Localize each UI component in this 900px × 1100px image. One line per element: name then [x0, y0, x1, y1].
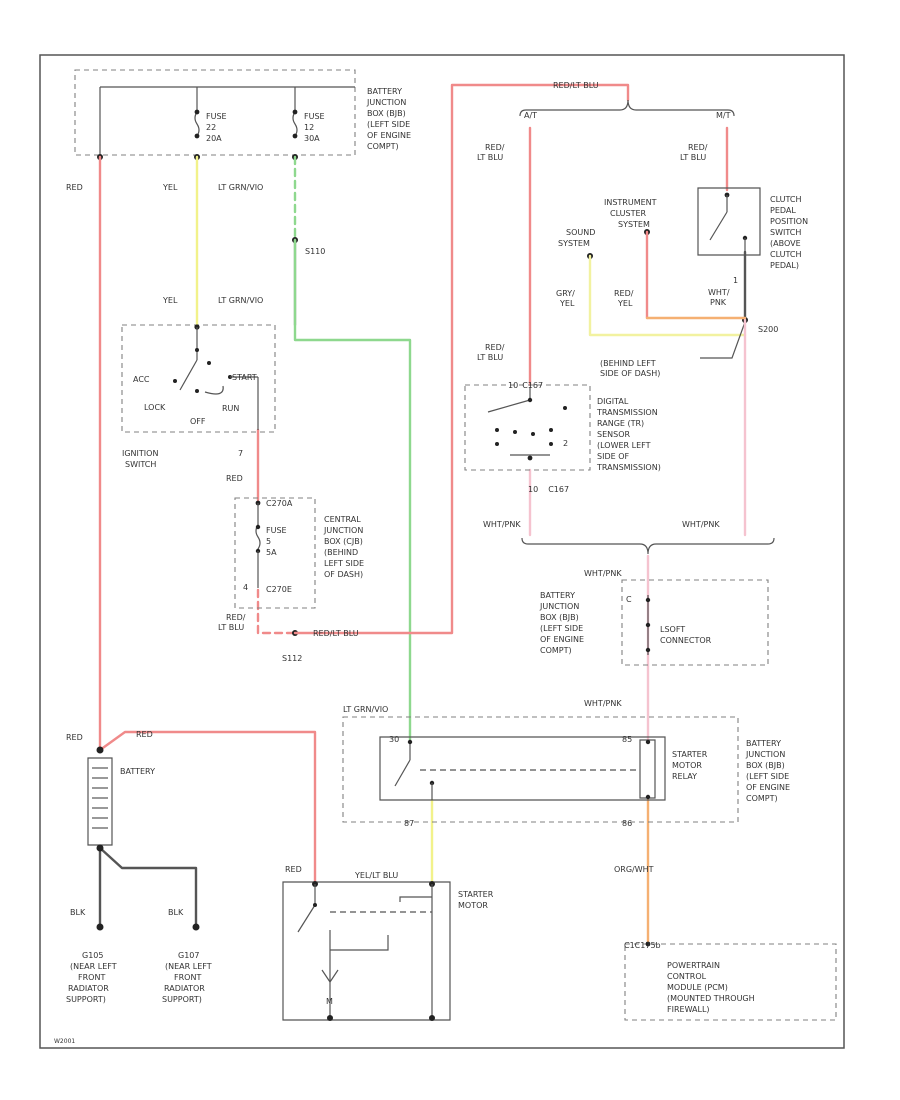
wire-label-ltgrn-2: LT GRN/VIO [218, 296, 263, 305]
cjb-conn-top: C270A [266, 499, 293, 508]
battery-label: BATTERY [120, 767, 155, 776]
wire-label-red-ltblu-at-2: RED/LT BLU [477, 343, 505, 362]
relay-pin-86: 86 [622, 819, 632, 828]
wire-label-org-wht: ORG/WHT [614, 865, 654, 874]
wire-label-red-ltblu-at-1: RED/LT BLU [477, 143, 505, 162]
wire-label-wht-pnk-3: WHT/PNK [584, 569, 622, 578]
wire-label-red-ltblu-mt: RED/LT BLU [680, 143, 708, 162]
ign-pin-7: 7 [238, 449, 243, 458]
wire-red-ltblu-cjb-out [256, 588, 297, 635]
ign-acc: ACC [133, 375, 150, 384]
wire-label-red-ltblu-3: RED/LT BLU [553, 81, 599, 90]
bjb-mid-conn-pin: C [626, 595, 632, 604]
ign-run: RUN [222, 404, 239, 413]
mt-label: M/T [716, 111, 731, 120]
wire-label-red-yel: RED/YEL [614, 289, 634, 308]
ign-off: OFF [190, 417, 206, 426]
wire-label-red-5: RED [285, 865, 302, 874]
ign-start: START [232, 373, 257, 382]
at-label: A/T [524, 111, 537, 120]
pcm-conn: C1C175b [624, 941, 661, 950]
wire-label-red-2: RED [226, 474, 243, 483]
wire-blk-ground-2 [98, 846, 198, 927]
wire-label-yel-ltblu: YEL/LT BLU [354, 871, 398, 880]
wire-label-red-1: RED [66, 183, 83, 192]
bus-merge [521, 537, 775, 555]
trs-pin-2: 2 [563, 439, 568, 448]
relay-pin-87: 87 [404, 819, 414, 828]
wire-label-wht-pnk-4: WHT/PNK [584, 699, 622, 708]
diagram-frame [39, 54, 845, 1049]
wire-label-blk-1: BLK [70, 908, 86, 917]
wire-label-red-ltblu-2: RED/LT BLU [313, 629, 359, 638]
wire-label-red-3: RED [66, 733, 83, 742]
starter-pin-m: M [326, 997, 333, 1006]
bus-at-mt-split [519, 99, 735, 117]
cjb-pin-4: 4 [243, 583, 248, 592]
relay-pin-85: 85 [622, 735, 632, 744]
wire-label-yel-1: YEL [162, 183, 178, 192]
cjb-conn-bottom: C270E [266, 585, 292, 594]
wire-label-wht-pnk-1: WHT/PNK [682, 520, 720, 529]
splice-s110-label: S110 [305, 247, 325, 256]
wire-label-red-ltblu-1: RED/LT BLU [218, 613, 246, 632]
splice-s112-label: S112 [282, 654, 302, 663]
wire-ltgrn-vio-relay [293, 238, 412, 742]
diagram-id: W2001 [54, 1038, 75, 1045]
splice-s200-label: S200 [758, 325, 778, 334]
wire-label-yel-2: YEL [162, 296, 178, 305]
wire-label-ltgrn-1: LT GRN/VIO [218, 183, 263, 192]
wire-label-wht-pnk-2: WHT/PNK [483, 520, 521, 529]
relay-pin-30: 30 [389, 735, 399, 744]
wire-label-gry-yel: GRY/YEL [556, 289, 575, 308]
wire-red-battery-starter [98, 730, 317, 884]
ign-lock: LOCK [144, 403, 166, 412]
clutch-pin-1: 1 [733, 276, 738, 285]
wire-gry-yel-sound [588, 254, 747, 337]
wire-label-ltgrn-3: LT GRN/VIO [343, 705, 388, 714]
wire-label-red-4: RED [136, 730, 153, 739]
wire-label-wht-pnk-clutch: WHT/PNK [708, 288, 730, 307]
wire-label-blk-2: BLK [168, 908, 184, 917]
wire-red-ltblu-to-transmission [293, 83, 630, 635]
battery: BATTERY [87, 746, 155, 852]
